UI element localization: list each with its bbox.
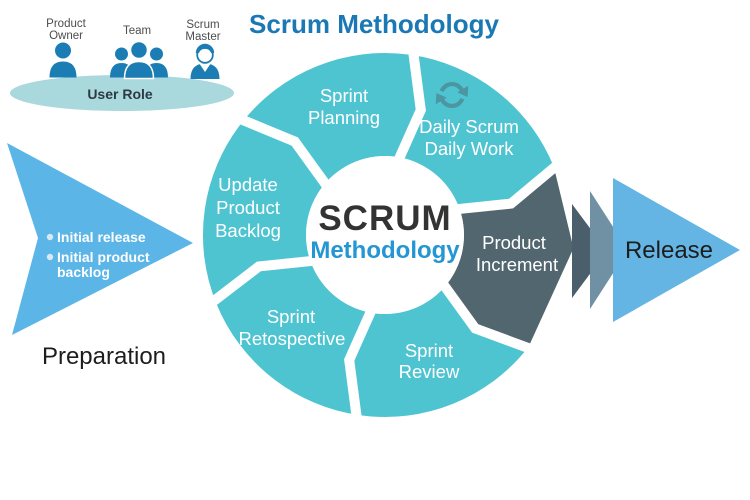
gap-line — [344, 298, 381, 428]
product-owner-icon — [49, 42, 77, 78]
preparation-group: Initial release Initial product backlog … — [7, 143, 193, 370]
preparation-bullet-1: Initial release — [57, 229, 146, 245]
user-role-label: User Role — [87, 86, 153, 102]
sprint-planning-label-line2: Planning — [308, 107, 380, 128]
update-backlog-label-line1: Update — [218, 174, 278, 195]
segment-sprint-retospective — [216, 264, 374, 416]
person-collar — [199, 63, 211, 72]
gap-line — [230, 110, 338, 198]
page-title: Scrum Methodology — [249, 9, 499, 39]
product-increment-label-line1: Product — [482, 232, 546, 253]
scrum-master-icon — [190, 43, 220, 79]
sprint-review-label-line1: Sprint — [405, 340, 453, 361]
preparation-bullet-2-line1: Initial product — [57, 249, 150, 265]
segment-sprint-review — [349, 283, 529, 417]
scrum-master-label-line2: Master — [185, 31, 220, 43]
refresh-arrowhead — [457, 85, 469, 97]
segment-gaps — [202, 42, 560, 428]
person-head — [150, 47, 163, 61]
update-backlog-label-line2: Product — [216, 197, 280, 218]
update-backlog-label-line3: Backlog — [215, 220, 281, 241]
team-label: Team — [123, 25, 151, 37]
person-body — [123, 60, 155, 80]
cycle-ring: Sprint Planning Daily Scrum Daily Work P… — [202, 42, 574, 428]
refresh-arc-top — [439, 81, 465, 93]
person-head — [115, 47, 128, 61]
daily-scrum-label-line1: Daily Scrum — [419, 116, 519, 137]
segment-sprint-planning — [241, 53, 421, 187]
bullet-dot — [46, 233, 54, 241]
team-icon — [110, 40, 168, 80]
sprint-retospective-label-line1: Sprint — [267, 306, 315, 327]
refresh-icon — [435, 81, 469, 109]
daily-scrum-label-line2: Daily Work — [424, 138, 514, 159]
release-triangle-light — [613, 178, 740, 322]
sprint-planning-label-line1: Sprint — [320, 85, 368, 106]
user-role-group: User Role Product Owner Team Scrum Maste… — [10, 18, 234, 111]
release-label: Release — [625, 237, 713, 264]
center-badge: SCRUM Methodology — [306, 156, 464, 314]
gap-line — [202, 254, 325, 312]
preparation-label: Preparation — [42, 343, 166, 370]
person-head — [129, 40, 149, 60]
center-methodology-text: Methodology — [310, 237, 460, 264]
gap-line — [432, 272, 533, 354]
sprint-review-label-line2: Review — [399, 361, 460, 382]
gap-line — [389, 42, 426, 172]
person-hair — [195, 43, 215, 53]
release-group: Release — [572, 178, 740, 322]
gap-line — [445, 161, 560, 216]
refresh-arrowhead — [435, 93, 447, 105]
person-body — [49, 61, 77, 78]
product-owner-label-line2: Owner — [49, 30, 83, 42]
center-scrum-text: SCRUM — [318, 199, 451, 238]
release-triangle-medium — [590, 191, 628, 309]
product-owner-label-line1: Product — [46, 18, 86, 30]
refresh-arc-bottom — [439, 97, 465, 109]
release-triangle-dark — [572, 204, 607, 298]
scrum-master-label-line1: Scrum — [186, 19, 219, 31]
bullet-dot — [46, 253, 54, 261]
center-circle — [306, 156, 464, 314]
product-increment-label-line2: Increment — [476, 254, 558, 275]
sprint-retospective-label-line2: Retospective — [239, 328, 346, 349]
preparation-arrow — [7, 143, 193, 335]
person-head — [55, 42, 71, 59]
preparation-bullet-2-line2: backlog — [57, 264, 110, 280]
segment-daily-scrum — [396, 54, 554, 206]
user-role-platform — [10, 75, 234, 111]
